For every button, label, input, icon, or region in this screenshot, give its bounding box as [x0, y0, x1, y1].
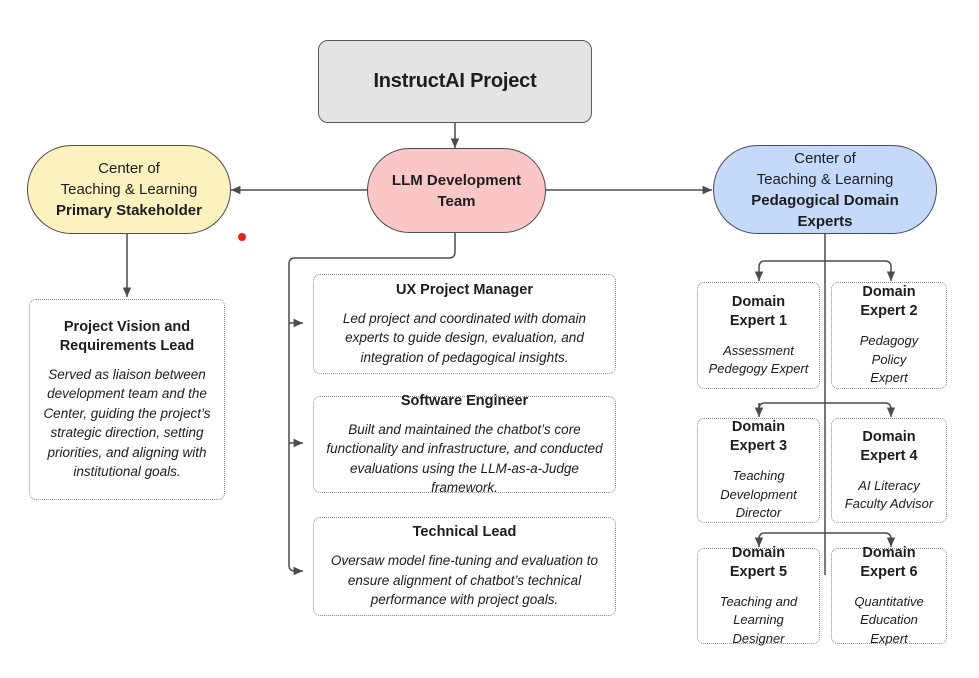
stakeholder-role-card[interactable]: Project Vision and Requirements Lead Ser… — [29, 299, 225, 500]
domain-expert-2-heading-line-2: Expert 2 — [860, 303, 918, 320]
domain-expert-3-role-line-3: Director — [735, 505, 782, 521]
team-node[interactable]: LLM Development Team — [367, 148, 546, 233]
stakeholder-role-heading: Project Vision and Requirements Lead — [59, 318, 195, 354]
domain-expert-5-role-line-2: Learning Designer — [732, 612, 785, 646]
domain-expert-6-heading-line-2: Expert 6 — [860, 563, 918, 580]
domain-expert-3-role-line-1: Teaching — [732, 468, 785, 484]
domain-expert-2-heading-line-1: Domain — [862, 284, 916, 301]
domain-expert-1-role-line-2: Pedegogy Expert — [708, 361, 809, 376]
domain-expert-card-1[interactable]: Domain Expert 1 Assessment Pedegogy Expe… — [697, 282, 820, 389]
experts-line-1: Center of — [794, 149, 856, 167]
team-role-3-heading: Technical Lead — [412, 524, 517, 541]
stakeholder-line-2: Teaching & Learning — [60, 181, 198, 198]
domain-expert-4-role-line-1: AI Literacy — [858, 477, 920, 493]
domain-expert-card-6[interactable]: Domain Expert 6 Quantitative Education E… — [831, 545, 947, 646]
edge-experts-to-e3 — [754, 402, 825, 417]
domain-expert-3-heading-line-1: Domain — [731, 419, 786, 436]
team-line-2: Team — [437, 192, 476, 210]
team-role-3-body: Oversaw model fine-tuning and evaluation… — [330, 553, 599, 608]
domain-expert-5-role-line-1: Teaching and — [719, 593, 798, 609]
red-marker-dot — [238, 233, 246, 241]
team-role-2-heading: Software Engineer — [400, 392, 529, 409]
experts-line-3: Pedagogical Domain — [751, 191, 899, 209]
project-title-node[interactable]: InstructAI Project — [318, 40, 592, 123]
team-role-1-body: Led project and coordinated with domain … — [342, 310, 587, 365]
domain-expert-card-2[interactable]: Domain Expert 2 Pedagogy Policy Expert — [831, 282, 947, 389]
domain-experts-node[interactable]: Center of Teaching & Learning Pedagogica… — [713, 145, 937, 234]
stakeholder-line-3: Primary Stakeholder — [56, 202, 202, 219]
stakeholder-line-1: Center of — [98, 160, 160, 177]
project-title-label: InstructAI Project — [373, 70, 537, 92]
team-role-1-heading: UX Project Manager — [396, 281, 533, 298]
team-role-2-body: Built and maintained the chatbot’s core … — [326, 421, 603, 496]
team-role-card-3[interactable]: Technical Lead Oversaw model fine-tuning… — [313, 517, 616, 616]
domain-expert-3-heading-line-2: Expert 3 — [729, 438, 788, 455]
domain-expert-card-3[interactable]: Domain Expert 3 Teaching Development Dir… — [697, 418, 820, 523]
team-role-card-1[interactable]: UX Project Manager Led project and coord… — [313, 274, 616, 374]
domain-expert-card-5[interactable]: Domain Expert 5 Teaching and Learning De… — [697, 545, 820, 646]
stakeholder-node[interactable]: Center of Teaching & Learning Primary St… — [27, 145, 231, 234]
domain-expert-2-role-line-2: Expert — [870, 370, 908, 386]
experts-line-2: Teaching & Learning — [756, 170, 894, 188]
experts-line-4: Experts — [797, 212, 853, 230]
domain-expert-4-heading-line-2: Expert 4 — [860, 447, 918, 464]
domain-expert-1-heading-line-1: Domain — [731, 293, 786, 310]
domain-expert-5-heading-line-1: Domain — [731, 544, 786, 561]
domain-expert-1-role-line-1: Assessment — [723, 342, 794, 358]
domain-expert-card-4[interactable]: Domain Expert 4 AI Literacy Faculty Advi… — [831, 418, 947, 523]
domain-expert-2-role-line-1: Pedagogy Policy — [859, 333, 919, 367]
team-role-card-2[interactable]: Software Engineer Built and maintained t… — [313, 393, 616, 495]
domain-expert-1-heading-line-2: Expert 1 — [729, 312, 788, 329]
domain-expert-4-role-line-2: Faculty Advisor — [844, 496, 934, 511]
domain-expert-3-role-line-2: Development — [720, 486, 797, 502]
domain-expert-6-role-line-1: Quantitative — [854, 593, 924, 609]
domain-expert-6-role-line-2: Education Expert — [860, 612, 918, 646]
domain-expert-6-heading-line-1: Domain — [862, 544, 916, 561]
domain-expert-5-heading-line-2: Expert 5 — [729, 563, 788, 580]
domain-expert-4-heading-line-1: Domain — [862, 428, 916, 445]
stakeholder-role-body: Served as liaison between development te… — [43, 366, 211, 480]
edge-experts-to-e1 — [754, 260, 825, 281]
edge-experts-to-e4 — [825, 402, 896, 417]
edge-experts-to-e2 — [825, 260, 896, 281]
team-line-1: LLM Development — [391, 171, 522, 189]
